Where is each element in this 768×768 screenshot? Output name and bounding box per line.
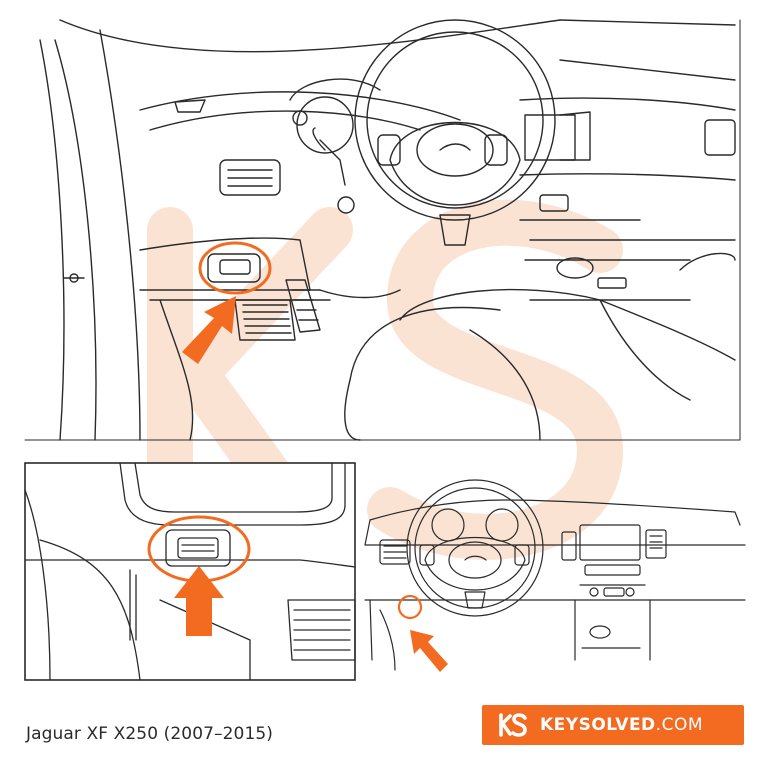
brand-name-text: KEYSOLVED [540,715,656,735]
inset-closeup [24,462,356,681]
caption-vehicle-model: Jaguar XF X250 (2007–2015) [26,724,274,744]
obd-port-highlight-ring [198,241,272,295]
arrow-icon [182,296,236,364]
arrow-icon [174,566,224,636]
brand-badge[interactable]: KEYSOLVED.COM [482,705,744,745]
brand-name: KEYSOLVED.COM [540,715,703,735]
ks-logo-icon [499,713,527,737]
arrow-icon [410,630,448,672]
dashboard-overview [364,479,746,671]
overview-obd-highlight-ring [397,594,423,620]
main-illustration [24,19,741,441]
brand-tld: .COM [655,715,703,735]
